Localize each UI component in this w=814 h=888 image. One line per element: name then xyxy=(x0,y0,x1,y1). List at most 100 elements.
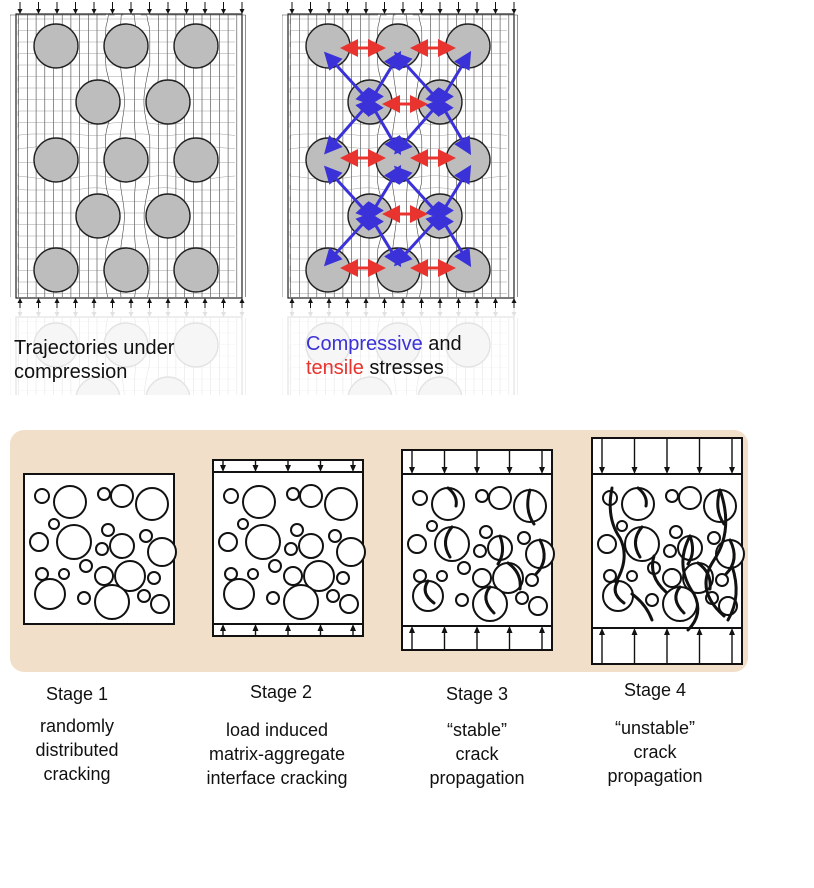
aggregate-particle xyxy=(435,527,469,561)
load-arrowhead xyxy=(203,312,208,317)
load-arrowhead xyxy=(475,298,480,303)
aggregate-particle xyxy=(78,592,90,604)
aggregate-circle xyxy=(376,248,420,292)
load-arrowhead xyxy=(55,312,60,317)
load-arrowhead xyxy=(110,9,115,14)
aggregate-particle xyxy=(30,533,48,551)
aggregate-particle xyxy=(225,568,237,580)
load-arrowhead xyxy=(166,312,171,317)
load-arrowhead xyxy=(92,312,97,317)
load-arrowhead xyxy=(382,9,387,14)
aggregate-particle xyxy=(664,545,676,557)
aggregate-particle xyxy=(516,592,528,604)
load-arrowhead xyxy=(456,9,461,14)
aggregate-circle xyxy=(34,138,78,182)
load-arrowhead xyxy=(110,312,115,317)
load-arrowhead xyxy=(184,298,189,303)
aggregate-particle xyxy=(526,540,554,568)
load-arrowhead xyxy=(129,298,134,303)
stage-3-desc-line: propagation xyxy=(382,766,572,790)
load-arrowhead xyxy=(166,9,171,14)
load-arrowhead xyxy=(308,312,313,317)
aggregate-particle xyxy=(473,587,507,621)
aggregate-circle xyxy=(104,24,148,68)
load-arrowhead xyxy=(18,298,23,303)
load-arrowhead xyxy=(184,312,189,317)
load-arrowhead xyxy=(401,298,406,303)
stage-2-desc-line: interface cracking xyxy=(182,766,372,790)
aggregate-circle xyxy=(376,24,420,68)
aggregate-circle xyxy=(446,138,490,182)
aggregate-particle xyxy=(646,594,658,606)
load-arrowhead xyxy=(203,298,208,303)
load-arrowhead xyxy=(493,9,498,14)
load-arrowhead xyxy=(92,298,97,303)
aggregate-particle xyxy=(59,569,69,579)
aggregate-circle xyxy=(34,24,78,68)
load-arrowhead xyxy=(327,298,332,303)
aggregate-particle xyxy=(604,570,616,582)
aggregate-particle xyxy=(414,570,426,582)
aggregate-particle xyxy=(49,519,59,529)
aggregate-particle xyxy=(96,543,108,555)
aggregate-particle xyxy=(95,585,129,619)
aggregate-circle xyxy=(174,24,218,68)
stage-4-specimen xyxy=(592,438,744,664)
aggregate-particle xyxy=(337,572,349,584)
stages-figures xyxy=(10,430,750,680)
load-arrowhead xyxy=(345,312,350,317)
aggregate-particle xyxy=(284,567,302,585)
aggregate-particle xyxy=(246,525,280,559)
stage-4-title: Stage 4 xyxy=(580,680,730,701)
load-arrowhead xyxy=(166,298,171,303)
stage-1-description: randomly distributed cracking xyxy=(0,714,172,786)
aggregate-particle xyxy=(708,532,720,544)
aggregate-circle xyxy=(306,24,350,68)
aggregate-particle xyxy=(287,488,299,500)
aggregate-circle xyxy=(306,248,350,292)
load-arrowhead xyxy=(512,312,517,317)
load-arrowhead xyxy=(512,298,517,303)
aggregate-particle xyxy=(437,571,447,581)
aggregate-particle xyxy=(110,534,134,558)
aggregate-circle xyxy=(104,138,148,182)
aggregate-particle xyxy=(269,560,281,572)
aggregate-particle xyxy=(408,535,426,553)
stage-2-description: load induced matrix-aggregate interface … xyxy=(182,718,372,790)
aggregate-particle xyxy=(57,525,91,559)
aggregate-particle xyxy=(111,485,133,507)
load-arrowhead xyxy=(345,9,350,14)
aggregate-particle xyxy=(617,521,627,531)
aggregate-particle xyxy=(679,487,701,509)
aggregate-particle xyxy=(622,488,654,520)
load-arrowhead xyxy=(475,9,480,14)
aggregate-circle xyxy=(76,194,120,238)
load-arrowhead xyxy=(240,9,245,14)
compression-trajectories-figure xyxy=(10,0,250,310)
stresses-label: stresses xyxy=(364,357,444,379)
load-arrowhead xyxy=(147,9,152,14)
aggregate-circle xyxy=(174,138,218,182)
load-arrowhead xyxy=(290,312,295,317)
stage-3-title: Stage 3 xyxy=(402,684,552,705)
left-caption: Trajectories under compression xyxy=(14,336,174,384)
stage-3-description: “stable” crack propagation xyxy=(382,718,572,790)
aggregate-circle xyxy=(446,248,490,292)
load-arrowhead xyxy=(290,298,295,303)
stage-2-title: Stage 2 xyxy=(206,682,356,703)
aggregate-particle xyxy=(98,488,110,500)
aggregate-particle xyxy=(337,538,365,566)
aggregate-particle xyxy=(284,585,318,619)
aggregate-particle xyxy=(666,490,678,502)
aggregate-particle xyxy=(663,569,681,587)
load-arrowhead xyxy=(290,9,295,14)
aggregate-particle xyxy=(285,543,297,555)
aggregate-particle xyxy=(243,486,275,518)
load-arrowhead xyxy=(382,298,387,303)
load-arrowhead xyxy=(364,9,369,14)
load-arrowhead xyxy=(18,312,23,317)
aggregate-particle xyxy=(80,560,92,572)
aggregate-particle xyxy=(476,490,488,502)
load-arrowhead xyxy=(92,9,97,14)
load-arrowhead xyxy=(221,9,226,14)
